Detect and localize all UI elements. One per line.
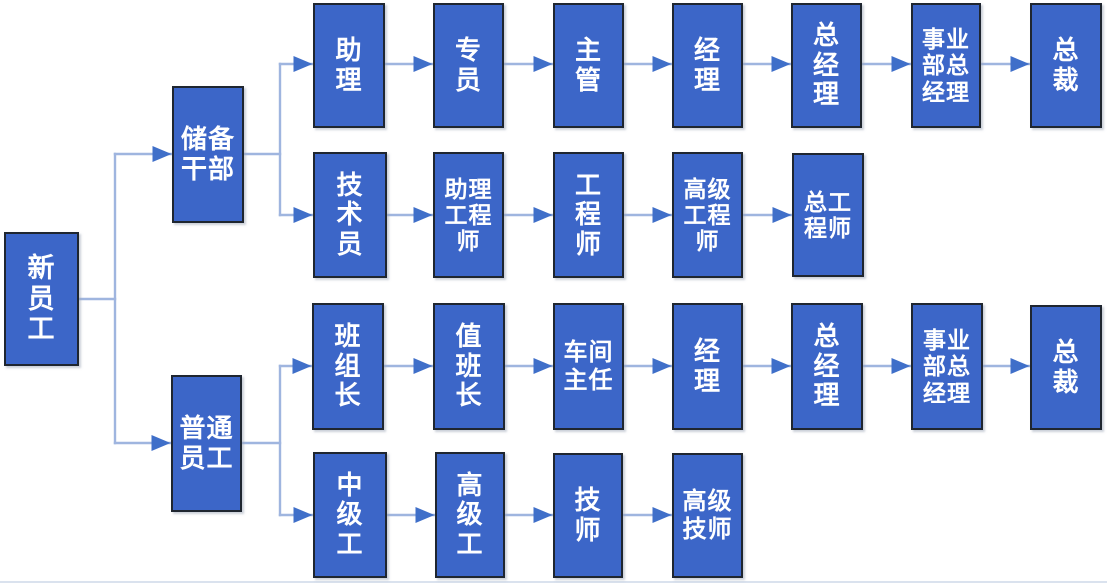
node-label-line: 工程	[683, 201, 732, 228]
node-label-line: 高级	[683, 175, 732, 202]
node-label-line: 主任	[563, 366, 614, 394]
node-label-line: 高级	[682, 488, 733, 516]
node-label-line: 助理	[444, 175, 493, 202]
node-label-line: 经	[693, 34, 721, 65]
node-label-line: 专	[454, 34, 482, 65]
node-label-line: 理	[812, 79, 840, 110]
flow-node-intermediate-worker: 中级工	[313, 452, 387, 578]
node-label-line: 工程	[444, 201, 493, 228]
node-label-line: 技	[336, 169, 364, 200]
node-label-line: 师	[695, 228, 720, 255]
flow-node-president-mid: 总裁	[1030, 305, 1102, 430]
flow-node-senior-technician-master: 高级技师	[672, 453, 743, 578]
node-label-line: 总工	[804, 188, 852, 215]
node-label-line: 长	[334, 380, 362, 411]
node-label-line: 中	[336, 469, 364, 500]
node-label-line: 经	[812, 49, 840, 80]
flow-node-senior-engineer: 高级工程师	[672, 152, 743, 278]
node-label-line: 级	[336, 499, 364, 530]
flow-node-division-gm-mid: 事业部总经理	[911, 303, 983, 430]
node-label-line: 经	[693, 335, 721, 366]
node-label-line: 程	[574, 199, 602, 230]
flow-node-assistant: 助理	[313, 3, 385, 128]
node-label-line: 技	[574, 484, 602, 515]
node-label-line: 主	[574, 34, 602, 65]
node-label-line: 长	[455, 380, 483, 411]
node-label-line: 干部	[180, 153, 235, 184]
node-label-line: 工	[456, 528, 484, 559]
flow-node-reserve-cadre: 储备干部	[172, 86, 244, 223]
node-label-line: 班	[334, 321, 362, 352]
flow-node-manager-top: 经理	[672, 3, 743, 128]
flow-node-chief-engineer: 总工程师	[792, 153, 864, 277]
flow-node-engineer: 工程师	[553, 152, 624, 278]
node-label-line: 储备	[180, 123, 235, 154]
flow-node-division-gm-top: 事业部总经理	[911, 3, 981, 128]
node-label-line: 经理	[923, 379, 971, 406]
node-label-line: 程师	[804, 215, 852, 241]
flow-node-shift-leader: 值班长	[433, 303, 505, 430]
node-label-line: 师	[574, 514, 602, 545]
node-label-line: 理	[693, 365, 721, 396]
node-label-line: 高	[456, 469, 484, 500]
flow-node-ordinary-employee: 普通员工	[171, 375, 242, 512]
node-label-line: 工	[336, 528, 364, 559]
node-label-line: 经理	[922, 78, 970, 105]
node-label-line: 工	[574, 169, 602, 200]
node-label-line: 总	[1052, 34, 1080, 65]
flow-node-president-top: 总裁	[1030, 3, 1102, 128]
node-label-line: 员工	[179, 442, 234, 473]
node-label-line: 员	[336, 228, 364, 259]
flow-node-specialist: 专员	[433, 3, 504, 128]
node-label-line: 总	[1052, 336, 1080, 367]
node-label-line: 管	[574, 64, 602, 95]
node-label-line: 裁	[1052, 64, 1080, 95]
node-label-line: 经	[813, 350, 841, 381]
node-label-line: 助	[335, 34, 363, 65]
flow-node-assistant-engineer: 助理工程师	[433, 152, 504, 278]
node-label-line: 部总	[922, 52, 970, 79]
flow-node-general-manager-top: 总经理	[791, 3, 862, 128]
node-label-line: 部总	[923, 353, 971, 380]
node-label-line: 级	[456, 499, 484, 530]
node-label-line: 理	[693, 64, 721, 95]
node-label-line: 工	[27, 314, 56, 345]
node-label-line: 师	[574, 228, 602, 259]
node-label-line: 普通	[179, 412, 234, 443]
node-label-line: 事业	[922, 26, 970, 53]
node-label-line: 裁	[1052, 366, 1080, 397]
flow-node-new-employee: 新员工	[4, 232, 79, 366]
node-label-line: 理	[813, 380, 841, 411]
node-label-line: 总	[812, 20, 840, 51]
flow-node-technician: 技术员	[313, 152, 387, 278]
node-label-line: 新	[27, 252, 56, 283]
node-label-line: 车间	[563, 339, 614, 367]
flow-node-manager-mid: 经理	[672, 303, 743, 430]
flow-node-general-manager-mid: 总经理	[791, 303, 863, 430]
node-label-line: 术	[336, 199, 364, 230]
node-label-line: 师	[456, 228, 481, 255]
node-label-line: 员	[27, 283, 56, 314]
flow-node-supervisor: 主管	[553, 3, 624, 128]
node-label-line: 总	[813, 321, 841, 352]
flow-node-team-leader: 班组长	[312, 303, 384, 430]
flow-node-workshop-director: 车间主任	[553, 303, 624, 430]
node-label-line: 员	[454, 64, 482, 95]
node-label-line: 值	[455, 321, 483, 352]
node-label-line: 组	[334, 350, 362, 381]
flow-node-technician-master: 技师	[553, 453, 623, 578]
flow-node-senior-worker: 高级工	[435, 452, 505, 578]
node-label-line: 事业	[923, 327, 971, 354]
node-label-line: 技师	[682, 515, 733, 543]
node-label-line: 理	[335, 64, 363, 95]
node-label-line: 班	[455, 350, 483, 381]
